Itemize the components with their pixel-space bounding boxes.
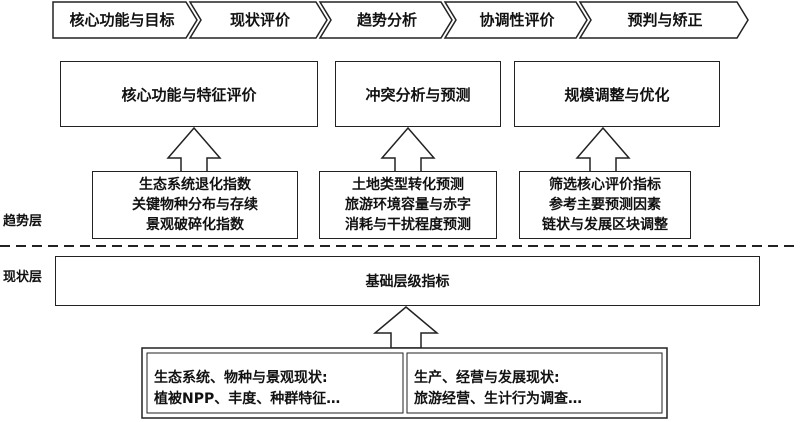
indicator-1-line-2: 关键物种分布与存续 bbox=[132, 197, 258, 213]
chevron-label-2: 现状评价 bbox=[229, 10, 290, 29]
bottom-right-title: 生产、经营与发展现状: bbox=[414, 370, 560, 386]
indicator-2-line-2: 旅游环境容量与赤字 bbox=[345, 197, 471, 213]
up-arrow-2 bbox=[380, 126, 436, 173]
top-box-core-function: 核心功能与特征评价 bbox=[60, 61, 318, 127]
indicator-box-1: 生态系统退化指数 关键物种分布与存续 景观破碎化指数 bbox=[92, 171, 298, 239]
top-box-conflict-analysis: 冲突分析与预测 bbox=[335, 61, 501, 127]
up-arrow-base bbox=[372, 306, 440, 349]
chevron-label-3: 趋势分析 bbox=[356, 10, 417, 29]
indicator-2-line-3: 消耗与干扰程度预测 bbox=[345, 217, 471, 233]
chevron-shape-1 bbox=[52, 1, 198, 39]
bottom-left-detail: 植被NPP、丰度、种群特征… bbox=[154, 391, 341, 407]
bottom-right-detail: 旅游经营、生计行为调查… bbox=[414, 391, 582, 407]
bottom-inner-right bbox=[406, 352, 663, 414]
indicator-box-3: 筛选核心评价指标 参考主要预测因素 链状与发展区块调整 bbox=[519, 171, 691, 239]
indicator-3-line-3: 链状与发展区块调整 bbox=[542, 217, 668, 233]
indicator-3-line-1: 筛选核心评价指标 bbox=[549, 177, 661, 193]
chevron-label-5: 预判与矫正 bbox=[627, 10, 703, 29]
up-arrow-1 bbox=[166, 126, 222, 173]
bottom-left-text: 生态系统、物种与景观现状: 植被NPP、丰度、种群特征… bbox=[154, 368, 340, 410]
chevron-shape-5 bbox=[578, 1, 749, 39]
up-arrow-3 bbox=[575, 126, 631, 173]
layer-label-status: 现状层 bbox=[3, 270, 43, 285]
top-box-scale-adjustment: 规模调整与优化 bbox=[514, 61, 720, 127]
indicator-1-line-3: 景观破碎化指数 bbox=[146, 217, 244, 233]
indicator-box-2: 土地类型转化预测 旅游环境容量与赤字 消耗与干扰程度预测 bbox=[319, 171, 497, 239]
indicator-1-line-1: 生态系统退化指数 bbox=[139, 177, 251, 193]
bottom-left-title: 生态系统、物种与景观现状: bbox=[154, 370, 328, 386]
bottom-inner-left bbox=[146, 352, 404, 414]
indicator-3-line-2: 参考主要预测因素 bbox=[549, 197, 661, 213]
chevron-label-4: 协调性评价 bbox=[479, 10, 555, 29]
base-indicator-box: 基础层级指标 bbox=[55, 256, 760, 306]
chevron-shape-3 bbox=[318, 1, 453, 39]
bottom-outer-box bbox=[141, 347, 668, 419]
layer-label-trend: 趋势层 bbox=[3, 214, 43, 229]
indicator-2-line-1: 土地类型转化预测 bbox=[352, 177, 464, 193]
bottom-right-text: 生产、经营与发展现状: 旅游经营、生计行为调查… bbox=[414, 368, 582, 410]
chevron-shape-2 bbox=[188, 1, 328, 39]
chevron-label-1: 核心功能与目标 bbox=[69, 10, 175, 29]
chevron-shape-4 bbox=[443, 1, 588, 39]
